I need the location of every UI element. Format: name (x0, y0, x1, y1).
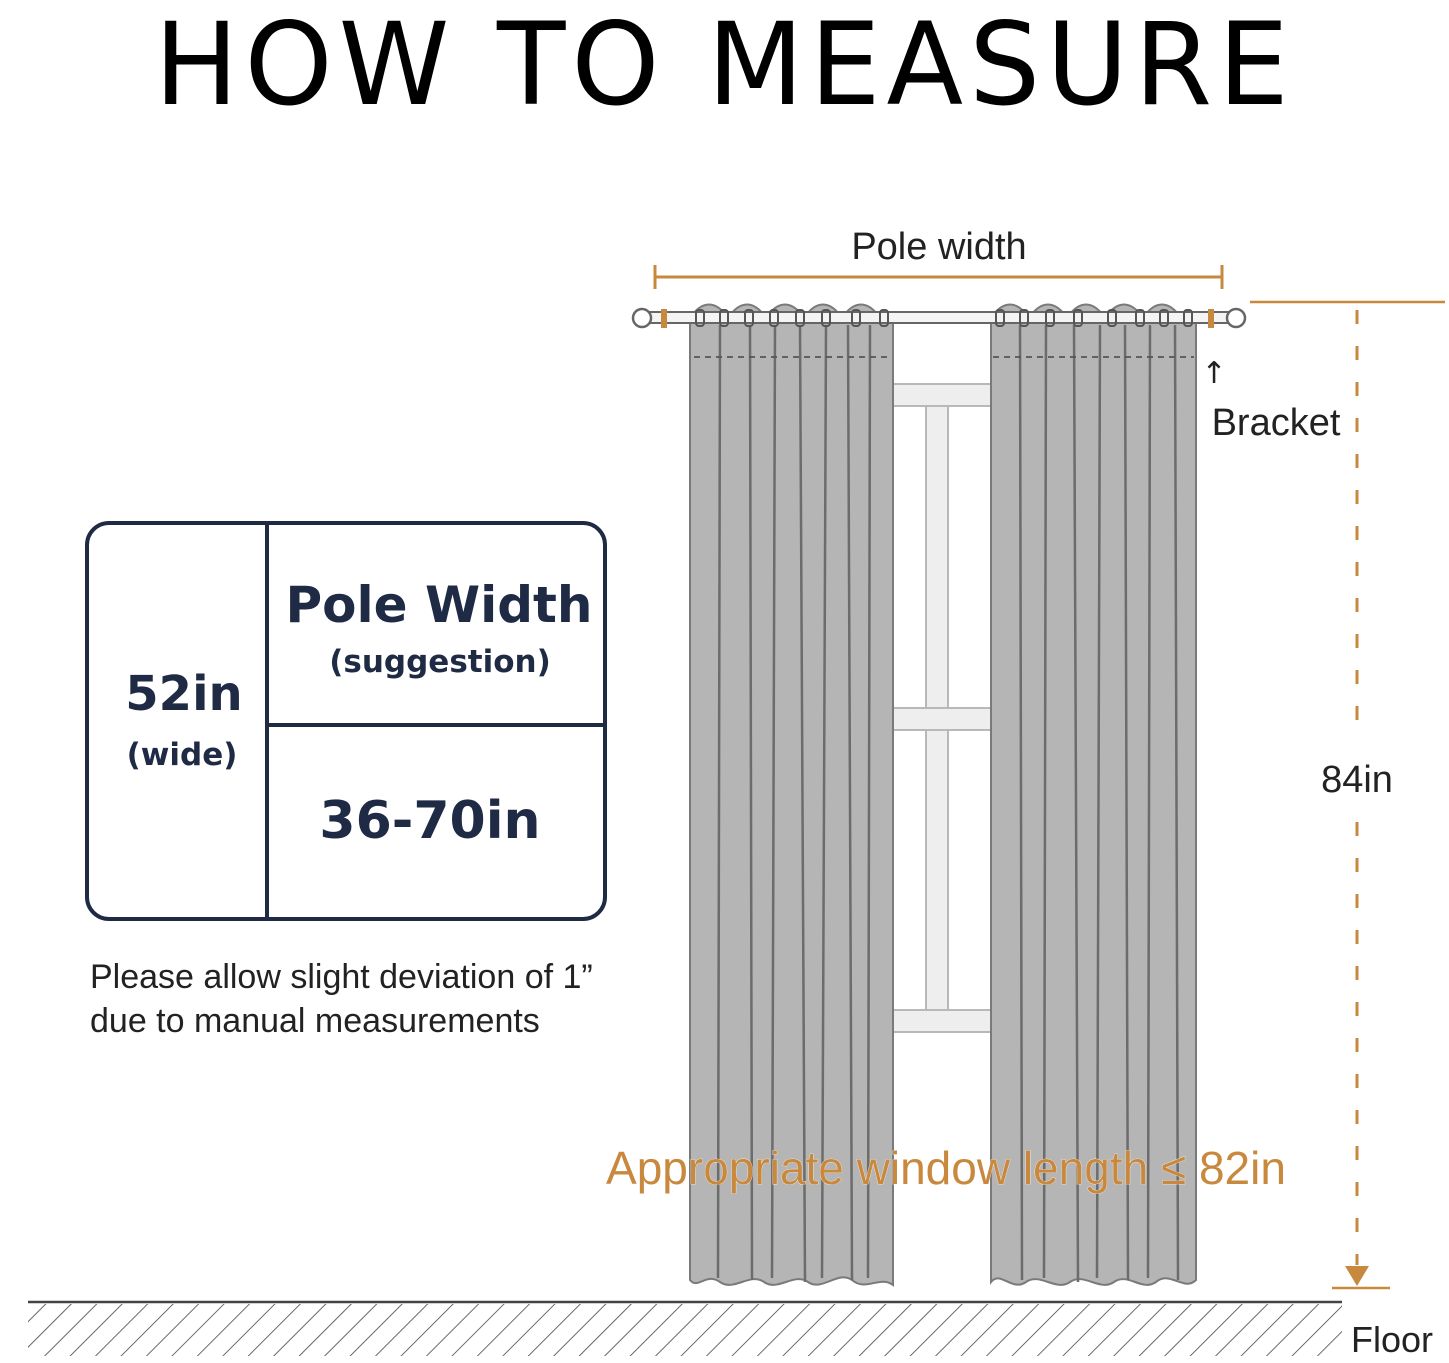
bracket-label: Bracket (1212, 402, 1341, 444)
height-dimension (1250, 300, 1445, 1290)
height-arrowhead-icon (1345, 1266, 1369, 1286)
page-title: HOW TO MEASURE (154, 0, 1295, 132)
floor (28, 1300, 1342, 1356)
bracket-arrow-icon: ↑ (1201, 356, 1226, 391)
pole-width-dimension (653, 265, 1224, 289)
right-curtain-panel (990, 303, 1197, 1286)
window-frame (892, 383, 994, 1033)
pole-width-label: Pole width (851, 226, 1026, 268)
pole-width-header-note: (suggestion) (329, 644, 551, 680)
rod-finial-right (1225, 307, 1247, 329)
pole-width-range: 36-70in (319, 791, 540, 851)
bracket-left (661, 309, 667, 328)
window-length-label: Appropriate window length ≤ 82in (606, 1142, 1286, 1194)
size-table: 52in (wide) Pole Width (suggestion) 36-7… (85, 521, 607, 921)
bracket-right (1208, 309, 1214, 328)
left-curtain-panel (689, 303, 894, 1288)
measurement-note: Please allow slight deviation of 1” due … (90, 955, 690, 1043)
height-label: 84in (1321, 759, 1393, 801)
curtain-width-value: 52in (125, 666, 242, 722)
floor-label: Floor (1351, 1319, 1433, 1360)
note-line-2: due to manual measurements (90, 1002, 540, 1040)
curtain-width-note: (wide) (127, 737, 238, 773)
pole-width-header: Pole Width (285, 576, 592, 634)
curtain-rod (631, 307, 1247, 329)
rod-finial-left (631, 307, 653, 329)
note-line-1: Please allow slight deviation of 1” (90, 958, 593, 996)
